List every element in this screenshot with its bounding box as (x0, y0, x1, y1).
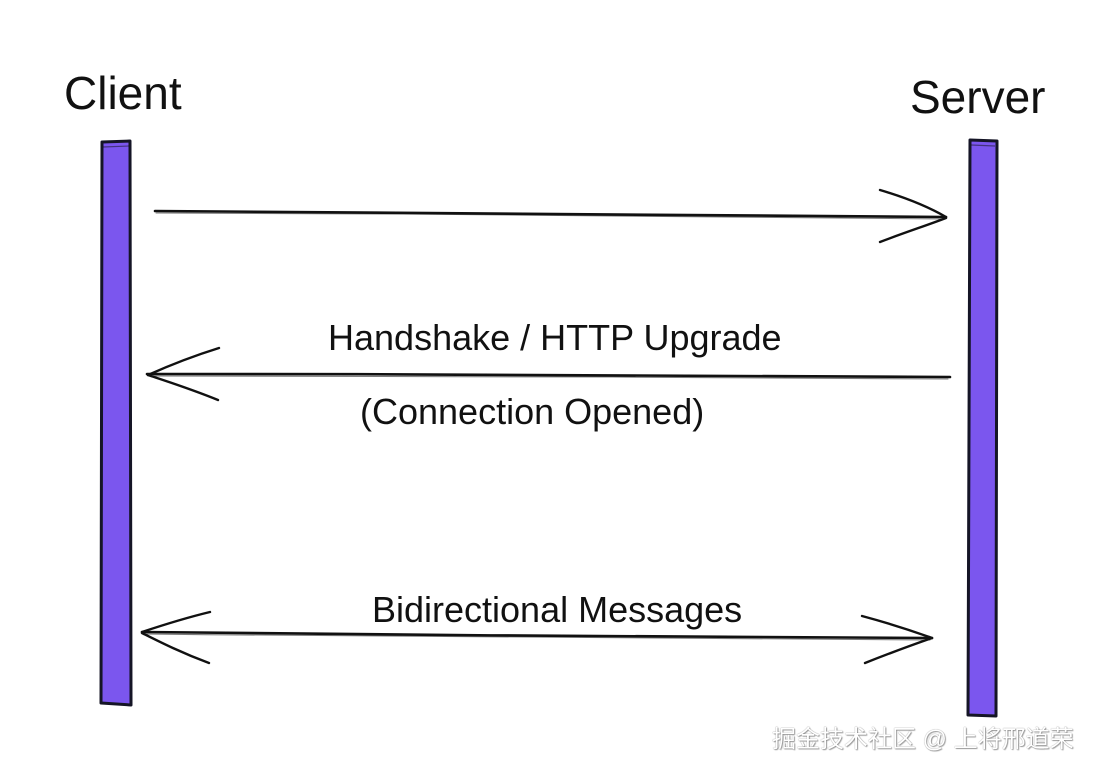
server-label: Server (910, 71, 1046, 123)
request-arrow (153, 188, 948, 244)
connection-opened-label: (Connection Opened) (360, 391, 705, 432)
client-label: Client (64, 67, 182, 119)
handshake-label: Handshake / HTTP Upgrade (328, 317, 782, 358)
watermark-text: 掘金技术社区 @ 上将邢道荣 (772, 726, 1074, 753)
server-lifeline (966, 138, 999, 718)
handshake-arrow (145, 346, 952, 402)
client-lifeline (99, 139, 133, 707)
bidirectional-arrow (140, 610, 934, 665)
bidirectional-messages-label: Bidirectional Messages (372, 589, 743, 630)
